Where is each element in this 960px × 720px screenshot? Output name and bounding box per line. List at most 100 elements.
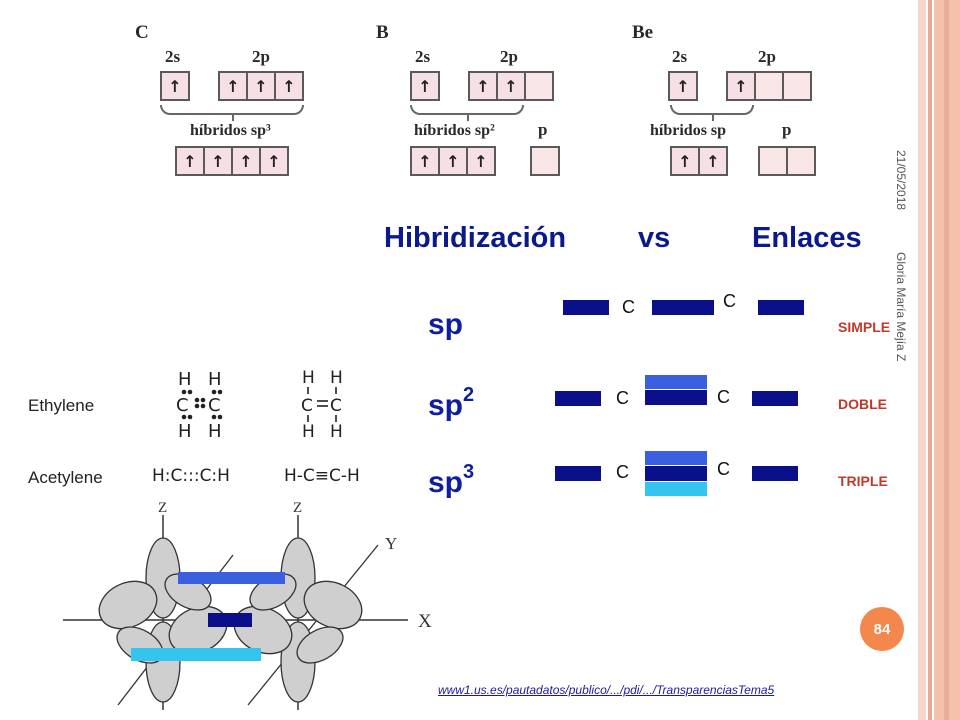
svg-text:H: H [178, 421, 192, 440]
acetylene-lewis-structure: H:C:::C:H [152, 466, 230, 486]
p-boxes-b: ↑ ↑ [468, 71, 554, 101]
s-label-c: 2s [165, 47, 181, 66]
ethylene-structural-formula: H H C C H H [301, 368, 343, 440]
bond-bar [555, 466, 601, 481]
side-date: 21/05/2018 [894, 150, 908, 211]
p-label-be: 2p [758, 47, 776, 66]
hybrid-label-be: híbridos sp [650, 122, 727, 139]
orbital-box: ↑ [410, 71, 440, 101]
hybrid-boxes-b: ↑ ↑ ↑ [410, 146, 496, 176]
svg-text:H: H [178, 369, 192, 390]
orbital-box: ↑ [698, 146, 728, 176]
extra-p-label-b: p [538, 120, 548, 139]
orbital-box: ↑ [496, 71, 526, 101]
carbon-label: C [723, 291, 736, 311]
y-axis [247, 544, 379, 706]
s-boxes-c: ↑ [160, 71, 190, 101]
orbital-box: ↑ [438, 146, 468, 176]
source-link[interactable]: www1.us.es/pautadatos/publico/.../pdi/..… [438, 683, 775, 697]
sigma-bond-bar [645, 390, 707, 405]
hyb-label-sp: sp [428, 308, 464, 341]
orbital-box: ↑ [160, 71, 190, 101]
border-stripe-4 [944, 0, 949, 720]
sigma-bond-overlay [208, 613, 252, 627]
svg-text:H: H [302, 368, 315, 388]
left-carbon-lobes [98, 537, 228, 703]
hybrid-boxes-c: ↑ ↑ ↑ ↑ [175, 146, 289, 176]
carbon-label: C [717, 459, 730, 479]
extra-p-boxes-be [758, 146, 816, 176]
carbon-label: C [616, 462, 629, 482]
s-boxes-be: ↑ [668, 71, 698, 101]
svg-text:H: H [208, 369, 222, 390]
hybrid-label-c: híbridos sp³ [190, 122, 271, 139]
orbital-box [786, 146, 816, 176]
hybrid-brace-c [160, 105, 304, 121]
sigma-bond-bar [645, 466, 707, 481]
orbital-box: ↑ [726, 71, 756, 101]
page-number-badge: 84 [860, 607, 904, 651]
bond-bar [758, 300, 804, 315]
hybrid-brace-be [670, 105, 754, 121]
carbon-label: C [616, 388, 629, 408]
title-enlaces: Enlaces [752, 222, 862, 254]
atom-label-be: Be [632, 22, 654, 43]
pi-bond-overlay [178, 572, 285, 584]
pi-bond-bar [645, 375, 707, 389]
orbital-box: ↑ [218, 71, 248, 101]
orbital-box: ↑ [274, 71, 304, 101]
orbital-box [754, 71, 784, 101]
orbital-box: ↑ [468, 71, 498, 101]
orbital-box: ↑ [203, 146, 233, 176]
bond-bar [752, 466, 798, 481]
s-label-b: 2s [415, 47, 431, 66]
bond-bar [555, 391, 601, 406]
pi-bond-bar [645, 451, 707, 465]
orbital-box [782, 71, 812, 101]
extra-p-label-be: p [782, 120, 792, 139]
bond-bar [652, 300, 714, 315]
orbital-box: ↑ [668, 71, 698, 101]
carbon-label: C [622, 297, 635, 317]
ethylene-lewis-structure: H H C C H H [176, 369, 223, 440]
bond-type-doble: DOBLE [838, 396, 887, 412]
svg-text:C: C [208, 395, 221, 416]
orbital-box: ↑ [259, 146, 289, 176]
hybrid-brace-b [410, 105, 524, 121]
svg-text:C: C [176, 395, 189, 416]
svg-text:H: H [330, 422, 343, 440]
extra-p-boxes-b [530, 146, 560, 176]
p-boxes-be: ↑ [726, 71, 812, 101]
axis-label-z1: Z [158, 500, 167, 516]
s-label-be: 2s [672, 47, 688, 66]
svg-text:H: H [330, 368, 343, 388]
molecule-name-acetylene: Acetylene [28, 468, 103, 487]
svg-text:H: H [208, 421, 222, 440]
atom-label-b: B [376, 22, 389, 43]
hyb-label-sp3: sp3 [428, 461, 475, 499]
orbital-overlap-diagram: Z Z Y X [63, 500, 432, 710]
bond-type-simple: SIMPLE [838, 319, 891, 335]
axis-label-x: X [418, 611, 432, 632]
p-boxes-c: ↑ ↑ ↑ [218, 71, 304, 101]
orbital-box [758, 146, 788, 176]
p-label-b: 2p [500, 47, 518, 66]
p-label-c: 2p [252, 47, 270, 66]
title-vs: vs [638, 222, 671, 254]
bond-type-triple: TRIPLE [838, 473, 888, 489]
orbital-box: ↑ [231, 146, 261, 176]
atom-label-c: C [135, 22, 149, 43]
pi-bond-bar-2 [645, 482, 707, 496]
orbital-box: ↑ [410, 146, 440, 176]
border-stripe-2 [928, 0, 932, 720]
side-author: Gloria María Mejía Z [894, 252, 908, 362]
hybrid-boxes-be: ↑ ↑ [670, 146, 728, 176]
axis-label-y: Y [385, 534, 397, 553]
carbon-label: C [717, 387, 730, 407]
svg-text:C: C [301, 396, 313, 416]
hybrid-label-b: híbridos sp² [414, 122, 495, 139]
orbital-box: ↑ [466, 146, 496, 176]
hyb-label-sp2: sp2 [428, 384, 475, 422]
axis-label-z2: Z [293, 500, 302, 516]
s-boxes-b: ↑ [410, 71, 440, 101]
